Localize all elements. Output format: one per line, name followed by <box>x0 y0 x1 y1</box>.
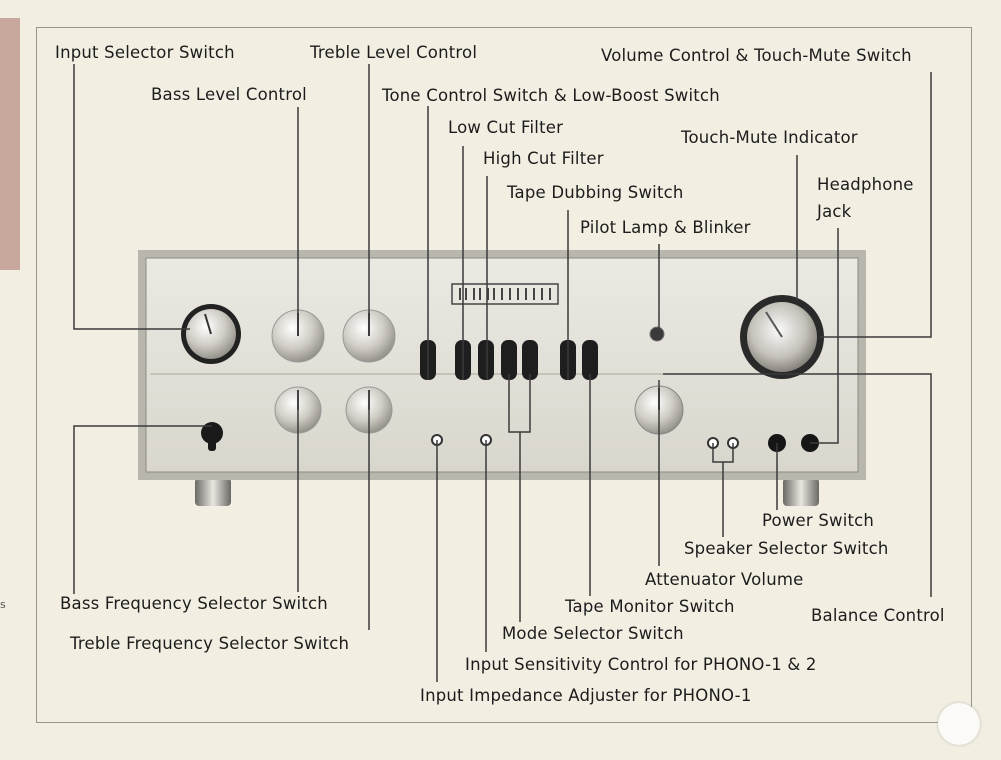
label-bass-frequency: Bass Frequency Selector Switch <box>60 594 328 613</box>
label-speaker-selector: Speaker Selector Switch <box>684 539 889 558</box>
input-selector-knob[interactable] <box>181 304 241 364</box>
pilot-lamp <box>649 326 665 342</box>
volume-knob[interactable] <box>740 295 824 379</box>
leader-lines <box>73 64 932 682</box>
label-low-cut: Low Cut Filter <box>448 118 564 137</box>
label-mode-selector: Mode Selector Switch <box>502 624 684 643</box>
lever-switch-bank[interactable] <box>420 340 598 380</box>
brand-logo <box>451 283 559 305</box>
label-attenuator: Attenuator Volume <box>645 570 804 589</box>
label-touch-mute-indicator: Touch-Mute Indicator <box>681 128 858 147</box>
label-tone-low-boost: Tone Control Switch & Low-Boost Switch <box>382 86 720 105</box>
label-volume-touch-mute: Volume Control & Touch-Mute Switch <box>601 46 912 65</box>
label-pilot-lamp: Pilot Lamp & Blinker <box>580 218 751 237</box>
label-tape-monitor: Tape Monitor Switch <box>565 597 735 616</box>
label-treble-frequency: Treble Frequency Selector Switch <box>70 634 350 653</box>
page-edge-tab <box>0 18 20 270</box>
bass-frequency-toggle[interactable] <box>201 422 223 451</box>
label-high-cut: High Cut Filter <box>483 149 604 168</box>
label-input-selector: Input Selector Switch <box>55 43 235 62</box>
label-balance: Balance Control <box>811 606 945 625</box>
right-foot <box>783 478 819 506</box>
label-jack: Jack <box>817 202 852 221</box>
left-foot <box>195 478 231 506</box>
label-input-impedance: Input Impedance Adjuster for PHONO-1 <box>420 686 752 705</box>
label-headphone: Headphone <box>817 175 914 194</box>
label-bass-level: Bass Level Control <box>151 85 307 104</box>
figure-frame <box>36 27 972 723</box>
label-power-switch: Power Switch <box>762 511 875 530</box>
label-input-sensitivity: Input Sensitivity Control for PHONO-1 & … <box>465 655 817 674</box>
label-tape-dubbing: Tape Dubbing Switch <box>507 183 684 202</box>
page-margin-mark: s <box>0 598 6 611</box>
corner-punch-hole <box>938 703 980 745</box>
label-treble-level: Treble Level Control <box>310 43 478 62</box>
